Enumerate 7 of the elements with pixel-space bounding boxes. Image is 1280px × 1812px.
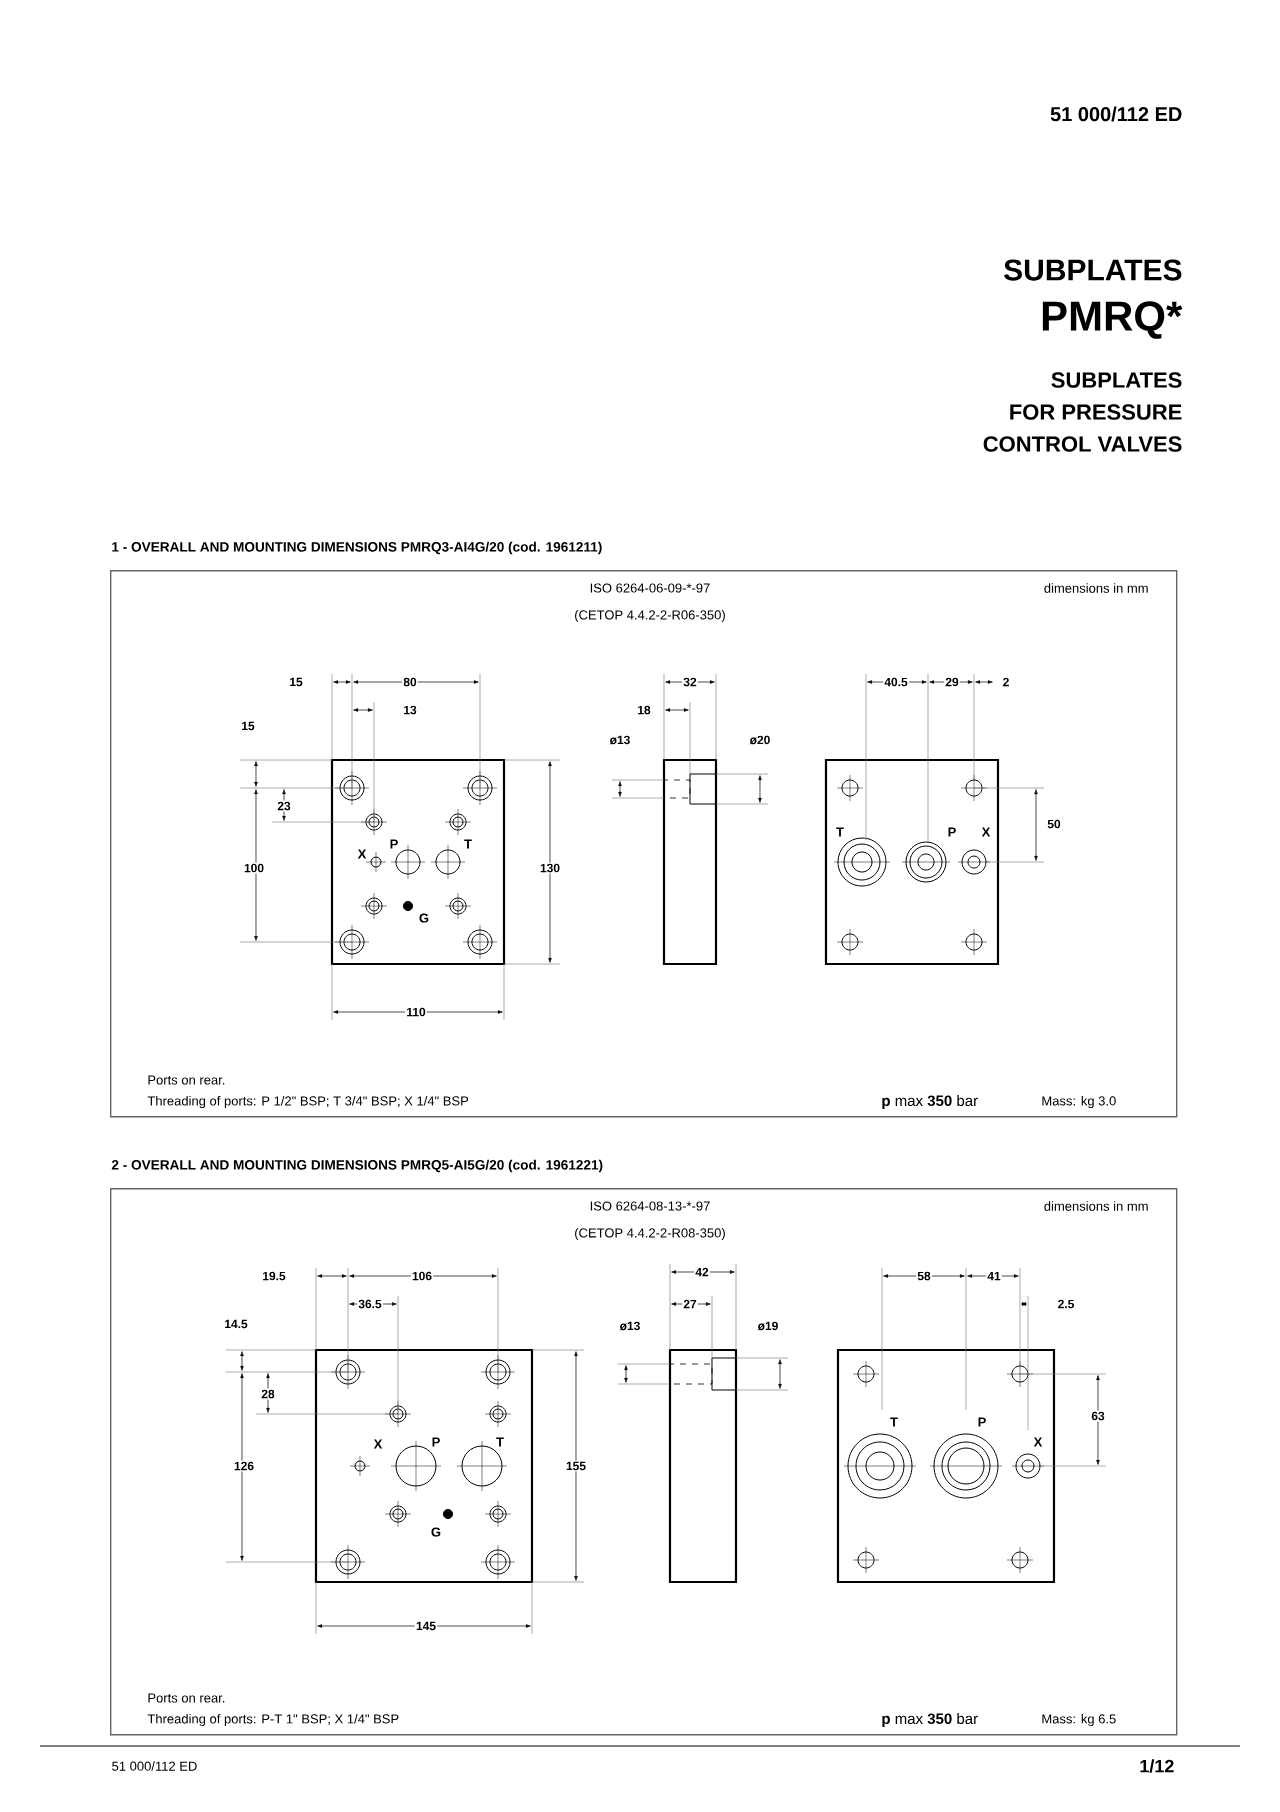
subtitle: CONTROL VALVES xyxy=(983,436,1182,452)
document-number: 51 000/112 ED xyxy=(1050,106,1182,122)
model-code: PMRQ* xyxy=(1042,301,1183,339)
subtitle: FOR PRESSURE xyxy=(1010,404,1182,420)
page-number: 1/12 xyxy=(1140,1759,1174,1773)
subtitle: SUBPLATES xyxy=(1051,372,1182,388)
page-title: SUBPLATES xyxy=(1004,259,1182,281)
